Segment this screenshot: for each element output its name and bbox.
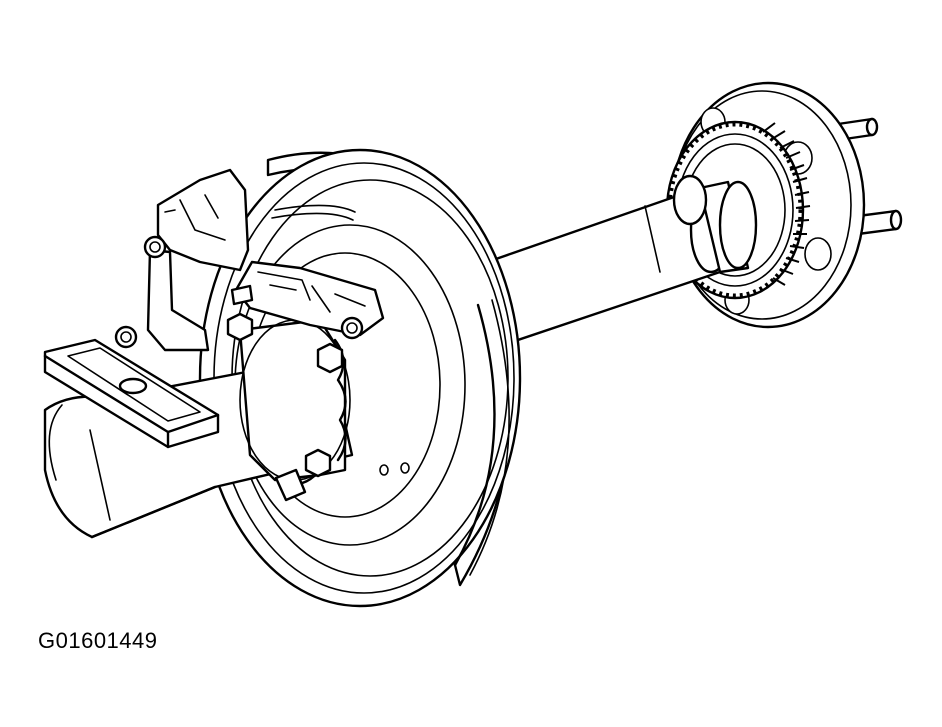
brake-strut-assembly bbox=[230, 260, 385, 340]
retainer-bolt bbox=[304, 448, 332, 478]
backing-plate-hole bbox=[400, 462, 410, 474]
brake-caliper-bracket bbox=[143, 168, 250, 352]
wheel-stud-lower bbox=[856, 209, 903, 236]
spring-seat-pad bbox=[43, 325, 220, 449]
retainer-bolt bbox=[226, 312, 254, 342]
axle-shaft bbox=[468, 174, 758, 346]
spring-seat-hole bbox=[118, 377, 148, 395]
locating-pin bbox=[114, 325, 138, 349]
lug-hole bbox=[804, 237, 832, 271]
figure-code-label: G01601449 bbox=[38, 628, 158, 653]
backing-plate-hole bbox=[379, 464, 389, 476]
bearing-retainer bbox=[226, 312, 351, 502]
retainer-bolt bbox=[316, 342, 344, 374]
